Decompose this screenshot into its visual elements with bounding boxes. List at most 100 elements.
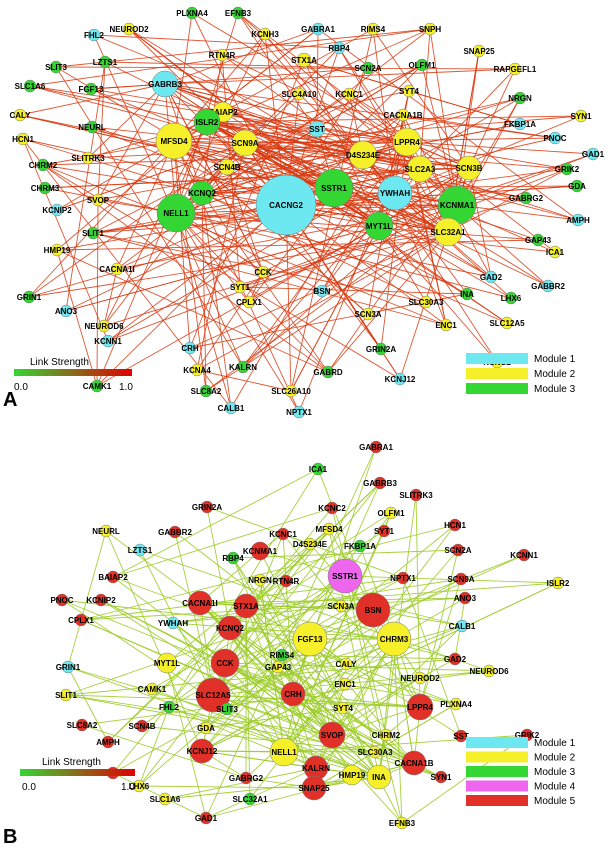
node-circle (342, 87, 356, 101)
node-label: SCN3B (455, 164, 482, 173)
node-myt1l: MYT1L (154, 652, 180, 674)
legend-min-b: 0.0 (22, 782, 36, 793)
node-circle (132, 779, 146, 793)
node-circle (574, 109, 588, 123)
node-circle (434, 770, 448, 784)
node-gabrb3: GABRB3 (148, 70, 182, 98)
edge (232, 549, 459, 559)
edge (331, 638, 395, 736)
node-label: RBP4 (328, 44, 350, 53)
edge (90, 88, 568, 170)
node-label: CCK (254, 268, 272, 277)
edge (206, 121, 382, 350)
node-circle (373, 476, 387, 490)
node-label: SCN3A (354, 310, 381, 319)
node-circle (122, 22, 136, 36)
node-ina: INA (460, 287, 474, 301)
node-circle (456, 155, 482, 181)
node-label: PLXNA4 (176, 9, 208, 18)
node-label: SLC1A6 (15, 82, 46, 91)
node-rtn4r: RTN4R (273, 574, 300, 588)
node-scn2a: SCN2A (354, 61, 382, 75)
node-label: GABRB3 (148, 80, 182, 89)
node-label: KCNQ2 (188, 189, 217, 198)
node-label: SYT4 (399, 87, 420, 96)
node-circle (406, 693, 434, 721)
node-hcn1: HCN1 (12, 132, 34, 146)
node-circle (504, 291, 518, 305)
node-label: SLITRK3 (399, 491, 433, 500)
edge (201, 582, 559, 752)
node-label: SNAP25 (463, 47, 495, 56)
edge (103, 268, 118, 327)
node-circle (135, 719, 149, 733)
edge (333, 137, 556, 189)
edge (402, 114, 556, 139)
node-kcnq2: KCNQ2 (188, 180, 217, 206)
node-circle (406, 155, 434, 183)
node-label: BAIAP2 (98, 573, 128, 582)
node-circle (513, 91, 527, 105)
edge (175, 212, 492, 278)
node-grik2: GRIK2 (555, 162, 580, 176)
module-label: Module 2 (534, 369, 576, 380)
node-circle (106, 570, 120, 584)
edge (456, 97, 521, 206)
node-fhl2: FHL2 (84, 28, 105, 42)
node-label: FHL2 (84, 31, 105, 40)
edge (292, 625, 463, 695)
edge (138, 482, 381, 787)
node-circle (220, 702, 234, 716)
node-scn9a: SCN9A (231, 129, 259, 157)
node-circle (242, 295, 256, 309)
edge (96, 121, 208, 387)
edge (173, 140, 364, 156)
node-circle (570, 179, 584, 193)
node-scn3a: SCN3A (354, 307, 382, 321)
node-circle (318, 721, 346, 749)
node-kcnh3: KCNH3 (251, 27, 279, 41)
node-stx1a: STX1A (233, 593, 259, 619)
node-circle (384, 506, 398, 520)
node-label: GRIN1 (17, 293, 42, 302)
node-circle (415, 58, 429, 72)
node-neurl: NEURL (92, 524, 120, 538)
node-circle (156, 652, 178, 674)
node-circle (13, 108, 27, 122)
node-caly: CALY (9, 108, 31, 122)
edge (164, 83, 556, 139)
edge (96, 199, 99, 387)
node-circle (334, 599, 348, 613)
node-label: CAMK1 (83, 382, 112, 391)
node-label: RIMS4 (361, 25, 386, 34)
node-label: OLFM1 (408, 61, 436, 70)
edge (242, 167, 470, 368)
module-swatch (466, 383, 528, 394)
node-circle (292, 87, 306, 101)
node-cplx1: CPLX1 (68, 613, 94, 627)
node-islr2: ISLR2 (547, 576, 570, 590)
node-label: GABRB3 (363, 479, 397, 488)
node-label: EFNB3 (389, 819, 416, 828)
node-label: BSN (365, 606, 382, 615)
node-circle (81, 151, 95, 165)
node-circle (189, 180, 215, 206)
node-kcnc2: KCNC2 (318, 501, 346, 515)
edge (172, 622, 333, 736)
edge (212, 638, 395, 696)
node-circle (280, 681, 306, 707)
edge (206, 121, 579, 221)
node-circle (74, 613, 88, 627)
node-circle (413, 671, 427, 685)
node-label: KCNN1 (94, 337, 122, 346)
node-circle (472, 44, 486, 58)
node-circle (364, 211, 394, 241)
node-efnb3: EFNB3 (389, 816, 416, 830)
node-label: LZTS1 (128, 546, 153, 555)
node-label: BAIAP2 (208, 108, 238, 117)
node-circle (156, 193, 196, 233)
node-label: SLIT3 (45, 63, 67, 72)
node-circle (551, 576, 565, 590)
node-circle (311, 22, 325, 36)
